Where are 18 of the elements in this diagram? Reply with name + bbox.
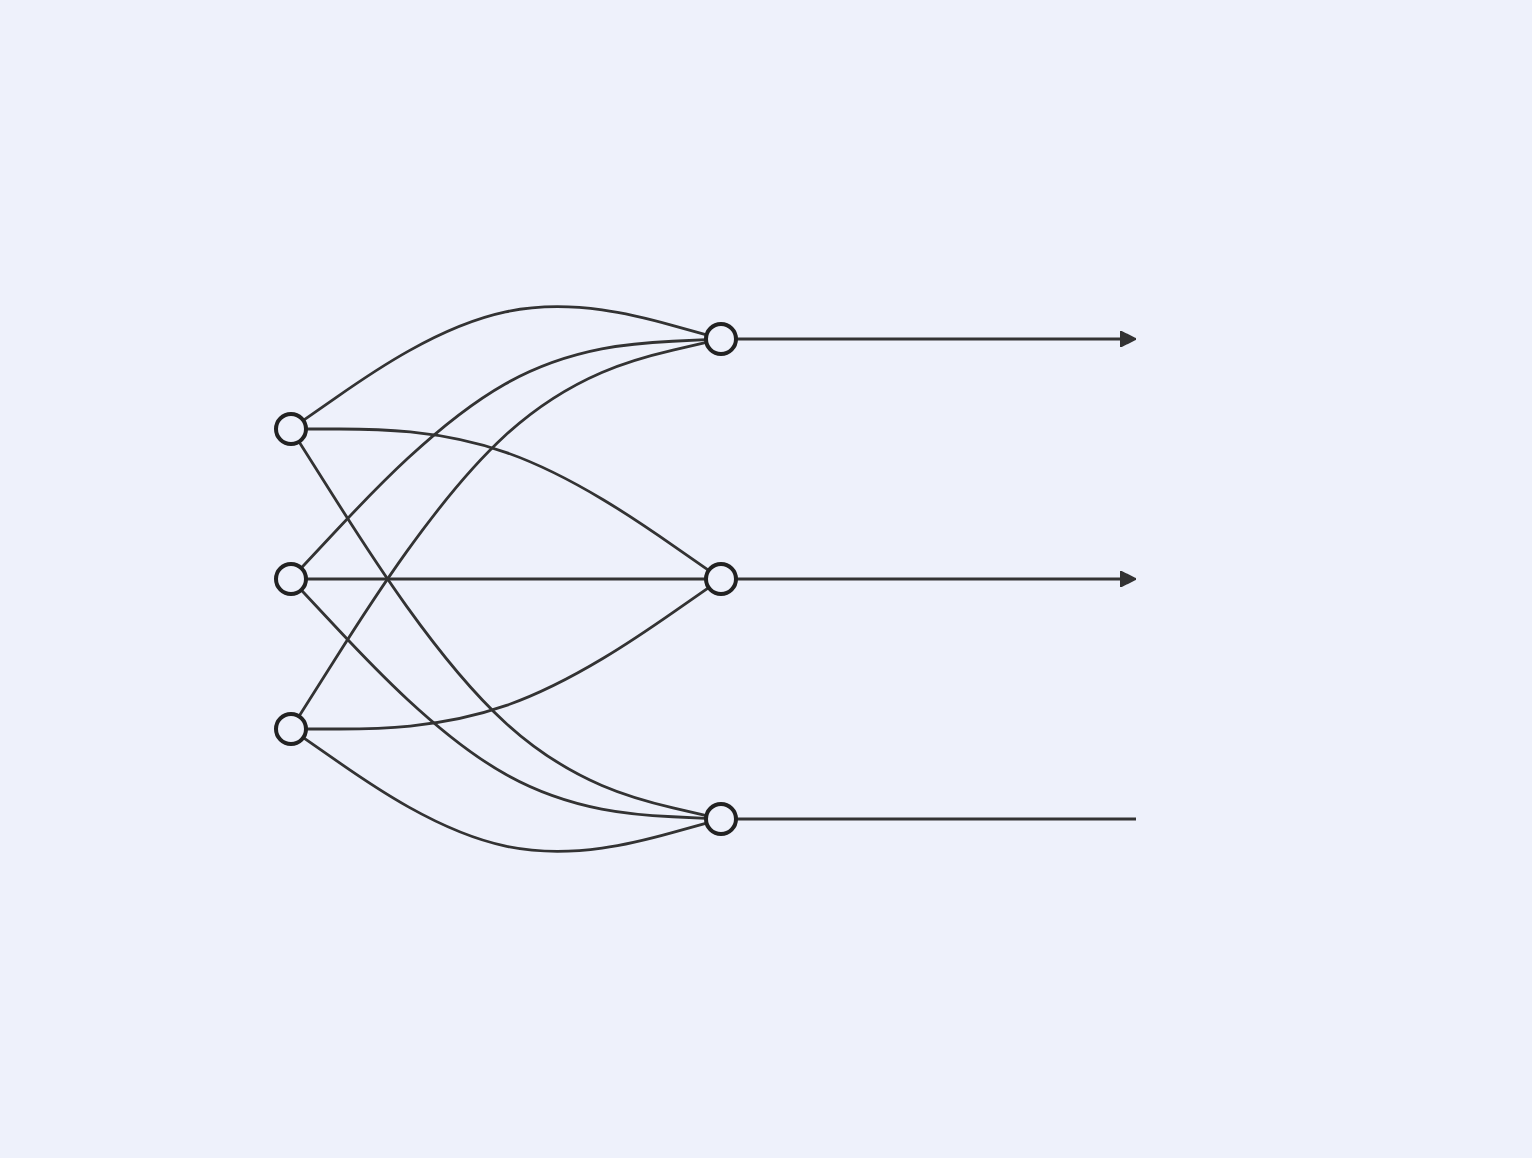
- arrow: [736, 330, 1137, 348]
- arrow: [736, 570, 1137, 588]
- neuron-circle: [704, 802, 738, 836]
- connector: [306, 586, 710, 731]
- connector: [300, 589, 707, 820]
- neuron-circle: [274, 412, 308, 446]
- connector: [297, 341, 707, 718]
- neuron-circle: [274, 562, 308, 596]
- connector: [297, 440, 707, 817]
- connector: [302, 736, 707, 853]
- connector: [300, 338, 707, 569]
- connector: [302, 305, 707, 422]
- neuron-circle: [274, 712, 308, 746]
- neuron-circle: [704, 322, 738, 356]
- neuron-circle: [704, 562, 738, 596]
- connector: [306, 577, 706, 581]
- connector: [736, 817, 1136, 821]
- connector: [306, 427, 710, 572]
